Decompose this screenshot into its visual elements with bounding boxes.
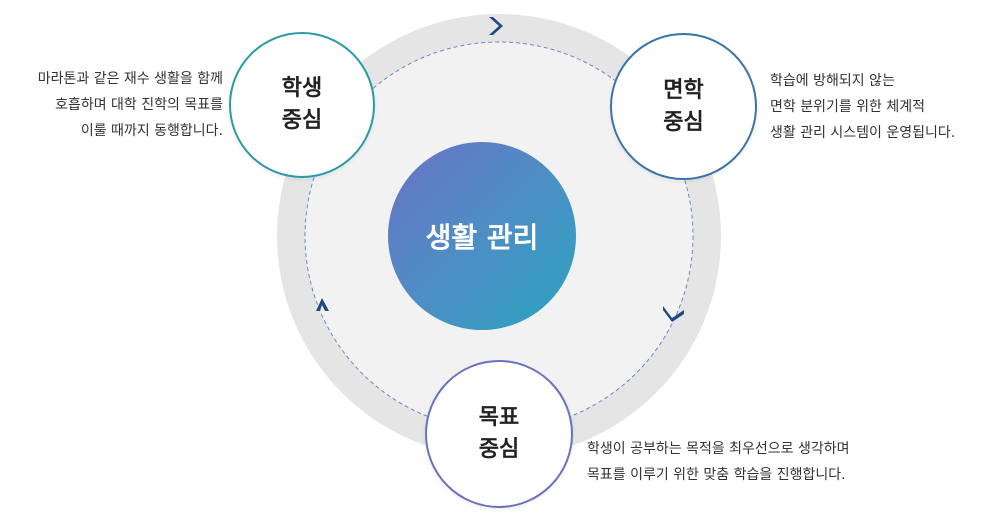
study-description: 학습에 방해되지 않는 면학 분위기를 위한 체계적 생활 관리 시스템이 운영… <box>770 68 955 146</box>
chevron-right-icon <box>489 17 503 35</box>
study-description-line: 학습에 방해되지 않는 <box>770 73 895 89</box>
goal-node-label-line1: 목표 <box>478 405 520 430</box>
student-node-label-line2: 중심 <box>281 108 323 133</box>
study-centered-node: 면학 중심 <box>610 33 757 180</box>
study-description-line: 면학 분위기를 위한 체계적 <box>770 99 926 115</box>
study-node-label-line1: 면학 <box>663 77 704 103</box>
goal-description-line: 목표를 이루기 위한 맞춤 학습을 진행합니다. <box>587 467 846 483</box>
chevron-down-icon <box>663 306 684 322</box>
student-description-line: 이룰 때까지 동행합니다. <box>80 123 223 139</box>
goal-description: 학생이 공부하는 목적을 최우선으로 생각하며 목표를 이루기 위한 맞춤 학습… <box>587 436 850 488</box>
student-node-label-line1: 학생 <box>281 76 323 101</box>
student-description-line: 마라톤과 같은 재수 생활을 함께 <box>37 71 223 87</box>
student-description-line: 호흡하며 대학 진학의 목표를 <box>55 97 223 113</box>
goal-description-line: 학생이 공부하는 목적을 최우선으로 생각하며 <box>587 441 850 457</box>
study-description-line: 생활 관리 시스템이 운영됩니다. <box>770 125 956 141</box>
chevron-up-icon <box>316 298 329 311</box>
center-circle: 생활 관리 <box>388 142 576 330</box>
center-label: 생활 관리 <box>425 221 539 254</box>
goal-centered-node: 목표 중심 <box>425 360 573 508</box>
goal-node-label-line2: 중심 <box>478 437 520 462</box>
student-centered-node: 학생 중심 <box>229 32 375 178</box>
study-node-label-line2: 중심 <box>663 109 704 135</box>
student-description: 마라톤과 같은 재수 생활을 함께 호흡하며 대학 진학의 목표를 이룰 때까지… <box>38 66 223 144</box>
